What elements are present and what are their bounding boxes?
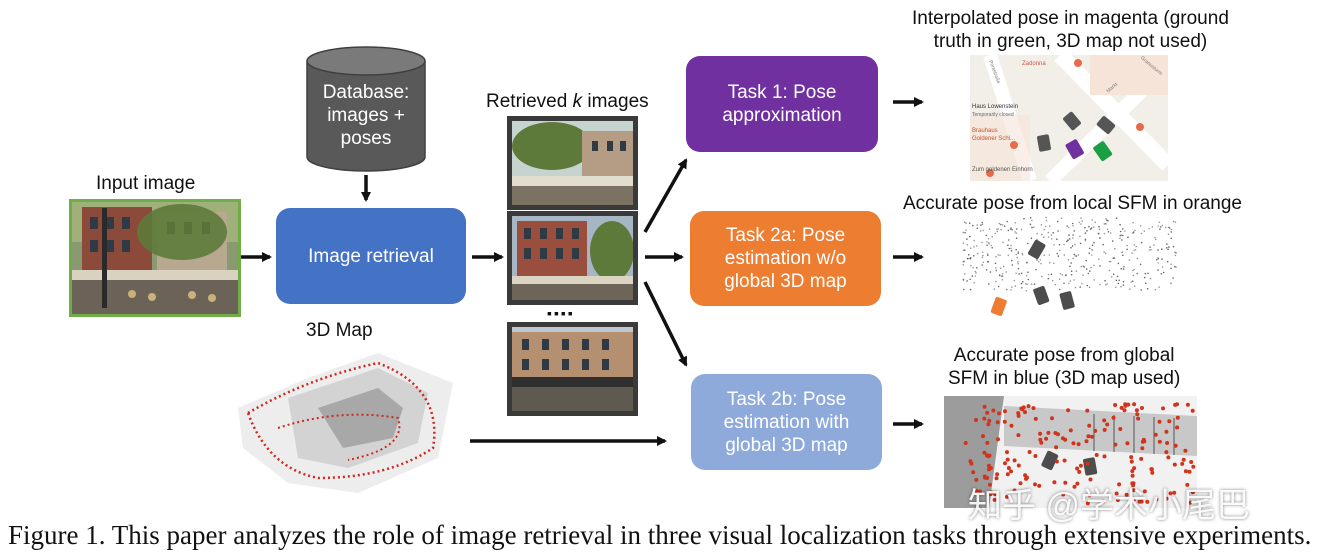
task2a-output-title: Accurate pose from local SFM in orange	[903, 193, 1242, 214]
task2b-line2: estimation with	[723, 411, 850, 433]
map-text-einhorn: Zum goldenen Einhorn	[972, 167, 1033, 173]
database-cylinder: Database: images + poses	[305, 45, 427, 173]
task1-line1: Task 1: Pose	[727, 82, 837, 103]
retrieved-image-k	[507, 322, 638, 416]
3d-map-image	[228, 348, 460, 500]
watermark: 知乎 @学术小尾巴	[968, 487, 1250, 525]
database-line2: images +	[327, 105, 405, 126]
image-retrieval-label: Image retrieval	[308, 245, 434, 267]
task2b-line1: Task 2b: Pose	[726, 388, 847, 410]
task2b-line3: global 3D map	[725, 434, 848, 456]
map-text-haus: Haus Lowenstein	[972, 104, 1019, 110]
map-text-goldener: Goldener Schl...	[972, 136, 1016, 142]
database-line3: poses	[340, 128, 392, 149]
3d-map-label: 3D Map	[306, 320, 373, 341]
task1-output-title: Interpolated pose in magenta (ground tru…	[912, 8, 1229, 52]
retrieved-image-1	[507, 116, 638, 210]
map-text-closed: Temporarily closed	[972, 112, 1014, 118]
task2b-sfm-image	[944, 396, 1197, 508]
task2a-sfm-image	[953, 216, 1183, 328]
database-line1: Database:	[322, 82, 410, 103]
task1-map-image: Zadonna Haus Lowenstein Temporarily clos…	[970, 55, 1168, 181]
task2a-line1: Task 2a: Pose	[725, 225, 846, 246]
task2a-line3: global 3D map	[724, 271, 847, 292]
task2b-output-title: Accurate pose from global SFM in blue (3…	[948, 345, 1181, 389]
input-image	[69, 199, 241, 317]
retrieved-image-2	[507, 211, 638, 305]
figure-caption: Figure 1. This paper analyzes the role o…	[8, 520, 1312, 550]
more-images-ellipsis: ▪▪▪▪	[547, 305, 575, 321]
map-text-brauhaus: Brauhaus	[972, 128, 998, 134]
task2a-line2: estimation w/o	[724, 248, 847, 269]
input-image-label: Input image	[96, 173, 196, 194]
map-text-zadonna: Zadonna	[1022, 61, 1046, 67]
image-retrieval-box: Image retrieval	[276, 208, 466, 304]
arrow-to-task2b	[643, 281, 688, 367]
arrow-to-task1	[643, 158, 688, 233]
retrieved-images-label: Retrieved k images	[486, 91, 649, 112]
task1-line2: approximation	[722, 105, 842, 126]
